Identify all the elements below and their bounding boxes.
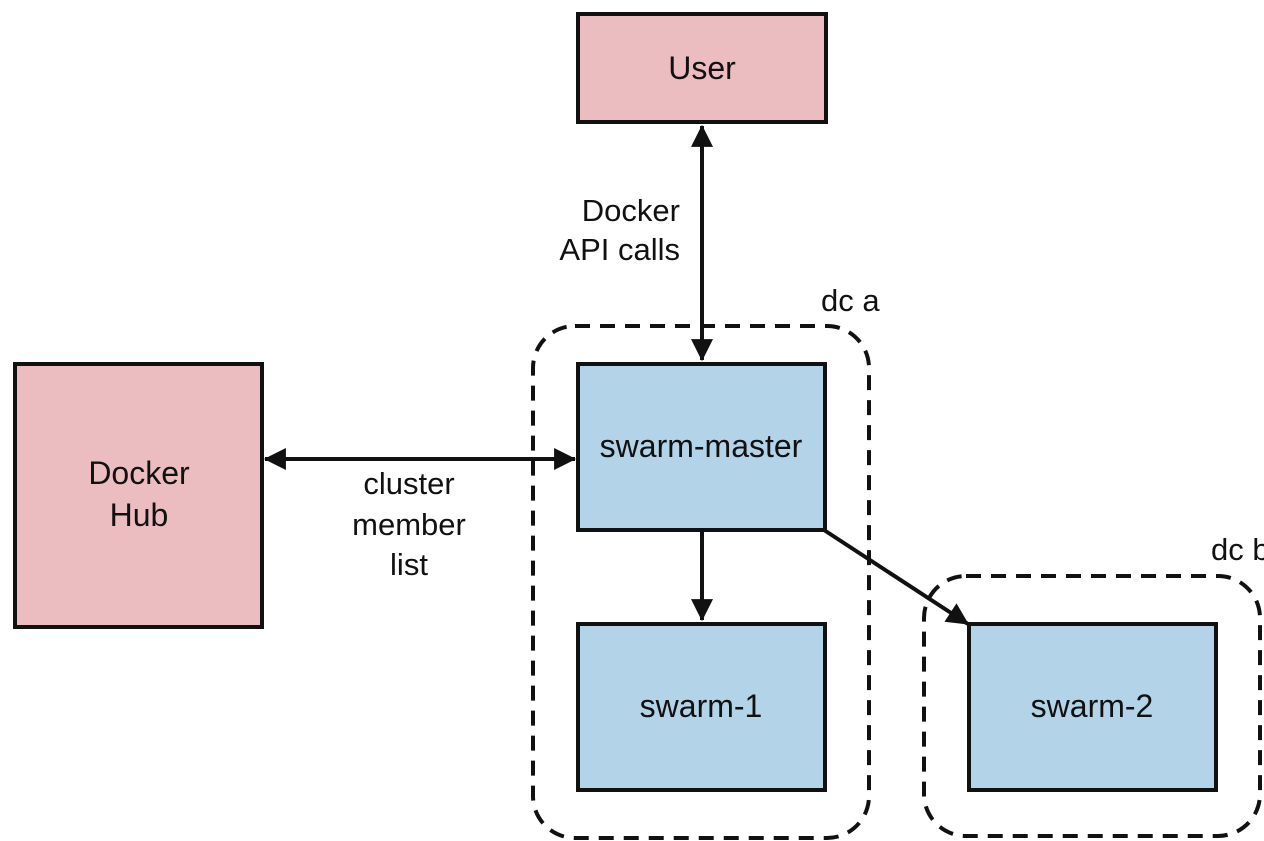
node-docker-hub-label-line1: Docker [88,455,190,491]
node-swarm-1: swarm-1 [576,622,827,792]
node-docker-hub: Docker Hub [13,362,264,629]
node-swarm-2-label: swarm-2 [1031,688,1154,724]
node-swarm-master-label: swarm-master [600,428,803,464]
node-swarm-1-label: swarm-1 [640,688,763,724]
node-user-label: User [668,50,736,86]
node-swarm-2: swarm-2 [967,622,1218,792]
group-dc-a-label: dc a [821,283,880,318]
node-swarm-master: swarm-master [576,362,827,532]
edge-hub-master-label-line3: list [390,547,428,582]
edge-master-swarm2 [822,528,970,626]
group-dc-b [922,574,1262,838]
edge-user-master-label-line2: API calls [559,232,680,267]
edge-hub-master-label-line2: member [352,507,466,542]
group-dc-b-label: dc b [1211,532,1264,567]
edge-hub-master-label-line1: cluster [363,466,454,501]
node-docker-hub-label-line2: Hub [110,497,169,533]
edge-user-master-label-line1: Docker [582,193,680,228]
node-user: User [576,12,828,124]
